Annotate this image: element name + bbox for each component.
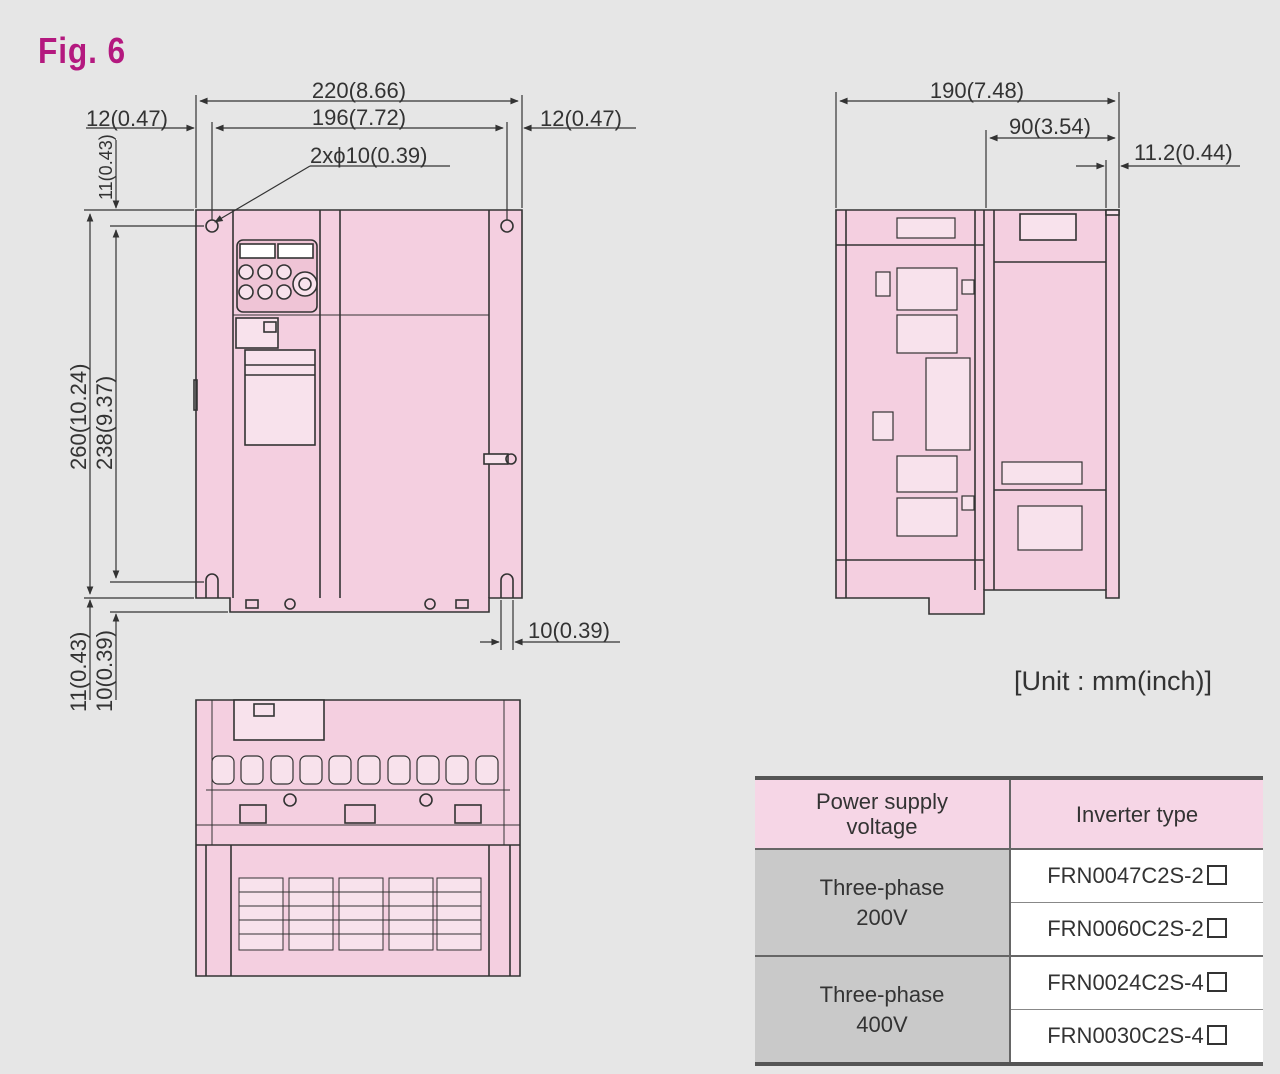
voltage-cell: Three-phase 200V [755, 848, 1010, 956]
dim-front-hole-pitch: 196(7.72) [312, 105, 406, 130]
dim-bottom-offset: 10(0.39) [92, 630, 117, 712]
dim-total-height: 260(10.24) [66, 364, 91, 470]
dim-top-margin: 11(0.43) [96, 134, 116, 200]
table-row: Three-phase 400V FRN0024C2S-4 [755, 955, 1263, 1064]
dim-front-width-total: 220(8.66) [312, 78, 406, 103]
figure-title: Fig. 6 [38, 30, 127, 71]
inverter-spec-table: Power supply voltage Inverter type Three… [755, 776, 1263, 1066]
header-inverter-type: Inverter type [1009, 778, 1263, 849]
dim-side-depth-part: 90(3.54) [1009, 114, 1091, 139]
header-power-supply-voltage: Power supply voltage [755, 778, 1010, 849]
dim-front-left-margin: 12(0.47) [86, 106, 168, 131]
dim-side-depth-total: 190(7.48) [930, 78, 1024, 103]
voltage-cell: Three-phase 400V [755, 955, 1010, 1064]
bottom-view [195, 699, 521, 977]
voltage-label: Three-phase 400V [819, 981, 945, 1037]
type-label: FRN0030C2S-4 [1047, 1023, 1204, 1048]
side-view [835, 209, 1120, 615]
dim-mount-holes: 2xϕ10(0.39) [310, 143, 428, 168]
table-row: FRN0030C2S-4 [755, 1009, 1263, 1064]
checkbox-icon [1206, 865, 1227, 885]
checkbox-icon [1206, 972, 1227, 992]
table-row: FRN0060C2S-2 [755, 902, 1263, 956]
header-voltage-label: Power supply voltage [815, 789, 949, 839]
checkbox-icon [1206, 1025, 1227, 1045]
type-cell: FRN0030C2S-4 [1009, 1009, 1263, 1064]
front-view [193, 209, 523, 613]
front-dimension-lines [84, 95, 636, 700]
checkbox-icon [1206, 918, 1227, 938]
dim-front-right-margin: 12(0.47) [540, 106, 622, 131]
dim-slot-width: 10(0.39) [528, 618, 610, 643]
type-label: FRN0024C2S-4 [1047, 970, 1204, 995]
dim-hole-pitch-height: 238(9.37) [92, 376, 117, 470]
type-cell: FRN0060C2S-2 [1009, 902, 1263, 956]
type-label: FRN0047C2S-2 [1047, 863, 1204, 888]
unit-note: [Unit : mm(inch)] [1014, 666, 1213, 696]
table-header-row: Power supply voltage Inverter type [755, 778, 1263, 849]
voltage-label: Three-phase 200V [819, 874, 945, 930]
dim-side-flange: 11.2(0.44) [1134, 140, 1233, 165]
type-cell: FRN0047C2S-2 [1009, 848, 1263, 903]
side-dimension-lines [835, 92, 1240, 208]
dim-bottom-margin: 11(0.43) [66, 632, 91, 712]
table-row: Three-phase 200V FRN0047C2S-2 [755, 848, 1263, 956]
type-cell: FRN0024C2S-4 [1009, 955, 1263, 1010]
type-label: FRN0060C2S-2 [1047, 916, 1204, 941]
